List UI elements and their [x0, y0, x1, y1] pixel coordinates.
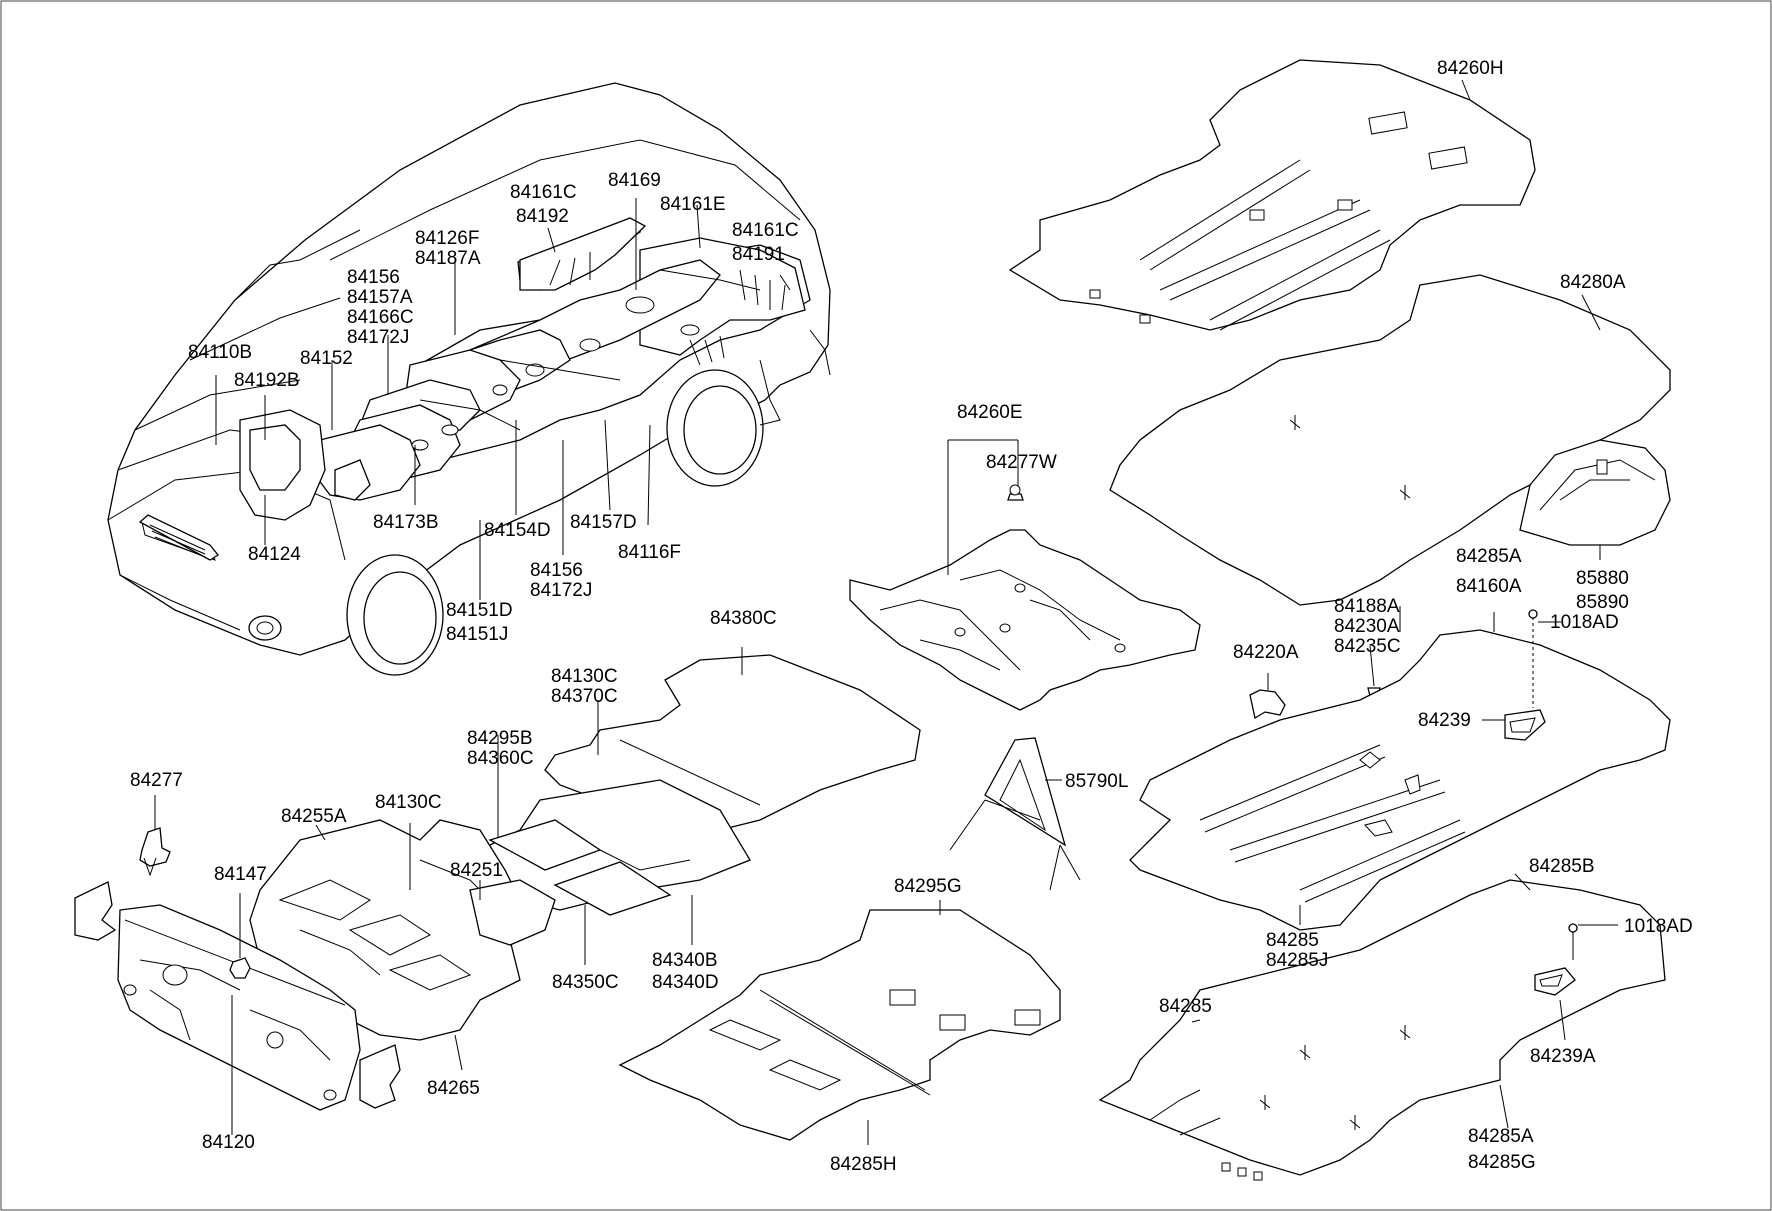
label-1018AD-lower: 1018AD	[1624, 916, 1693, 937]
label-84285A-lower: 84285A	[1468, 1126, 1534, 1147]
label-84192B: 84192B	[234, 370, 300, 391]
label-84380C: 84380C	[710, 608, 777, 629]
label-84285J: 84285J	[1266, 950, 1328, 971]
label-84130C-lower: 84130C	[375, 792, 442, 813]
label-84360C: 84360C	[467, 748, 534, 769]
label-84285A: 84285A	[1456, 546, 1522, 567]
part-84160A	[1129, 629, 1671, 931]
label-84295B: 84295B	[467, 728, 533, 749]
label-84239A: 84239A	[1530, 1046, 1596, 1067]
label-84124: 84124	[248, 544, 301, 565]
label-84161C-right: 84161C	[732, 220, 799, 241]
label-84239: 84239	[1418, 710, 1471, 731]
part-84120-seal-right	[359, 1044, 401, 1109]
label-84255A: 84255A	[281, 806, 347, 827]
label-84169: 84169	[608, 170, 661, 191]
label-84340B: 84340B	[652, 950, 718, 971]
label-84157D: 84157D	[570, 512, 637, 533]
label-84166C: 84166C	[347, 307, 414, 328]
label-84285B: 84285B	[1529, 856, 1595, 877]
label-84280A: 84280A	[1560, 272, 1626, 293]
label-84187A: 84187A	[415, 248, 481, 269]
label-84191: 84191	[732, 244, 785, 265]
label-84188A: 84188A	[1334, 596, 1400, 617]
label-84277: 84277	[130, 770, 183, 791]
label-84161E: 84161E	[660, 194, 726, 215]
label-84154D: 84154D	[484, 520, 551, 541]
label-85890: 85890	[1576, 592, 1629, 613]
part-85790L	[949, 737, 1081, 891]
part-84340B	[459, 779, 751, 916]
label-84130C: 84130C	[551, 666, 618, 687]
part-84260H	[1008, 59, 1536, 331]
label-84157A: 84157A	[347, 287, 413, 308]
label-84285H: 84285H	[830, 1154, 897, 1175]
label-84230A: 84230A	[1334, 616, 1400, 637]
label-84260E: 84260E	[957, 402, 1023, 423]
label-84350C: 84350C	[552, 972, 619, 993]
label-84151J: 84151J	[446, 624, 508, 645]
label-85880: 85880	[1576, 568, 1629, 589]
label-85790L: 85790L	[1065, 771, 1128, 792]
label-84156: 84156	[347, 267, 400, 288]
label-84172J: 84172J	[347, 327, 409, 348]
label-84340D: 84340D	[652, 972, 719, 993]
label-84116F: 84116F	[618, 542, 681, 563]
part-84239A	[1534, 967, 1576, 996]
label-84235C: 84235C	[1334, 636, 1401, 657]
part-84260E	[849, 484, 1201, 711]
part-84285	[1098, 879, 1666, 1181]
part-84280A	[1109, 274, 1671, 606]
part-84220A	[1249, 689, 1286, 720]
label-84126F: 84126F	[415, 228, 479, 249]
label-84285-lower: 84285	[1159, 996, 1212, 1017]
label-84147: 84147	[214, 864, 267, 885]
label-84220A: 84220A	[1233, 642, 1299, 663]
leader-lines	[154, 79, 1618, 1145]
floor-insulation-pads	[239, 217, 811, 521]
label-84161C: 84161C	[510, 182, 577, 203]
label-84260H: 84260H	[1437, 58, 1504, 79]
callout-labels: 84260H 84280A 84260E 84277W 85880 85890 …	[130, 58, 1693, 1175]
part-84295G	[618, 909, 1061, 1141]
part-84120-seal-left	[74, 881, 117, 941]
label-84265: 84265	[427, 1078, 480, 1099]
part-84251	[469, 879, 556, 946]
label-84151D: 84151D	[446, 600, 513, 621]
part-85880	[1519, 439, 1671, 546]
label-84285: 84285	[1266, 930, 1319, 951]
label-84173B: 84173B	[373, 512, 439, 533]
label-84160A: 84160A	[1456, 576, 1522, 597]
part-84147	[229, 957, 251, 979]
label-1018AD: 1018AD	[1550, 612, 1619, 633]
label-84172J-lower: 84172J	[530, 580, 592, 601]
part-84277	[139, 827, 171, 877]
label-84295G: 84295G	[894, 876, 962, 897]
label-84285G: 84285G	[1468, 1152, 1536, 1173]
label-84156-lower: 84156	[530, 560, 583, 581]
label-84251: 84251	[450, 860, 503, 881]
label-84120: 84120	[202, 1132, 255, 1153]
label-84277W: 84277W	[986, 452, 1057, 473]
label-84370C: 84370C	[551, 686, 618, 707]
label-84192: 84192	[516, 206, 569, 227]
label-84110B: 84110B	[188, 342, 252, 363]
label-84152: 84152	[300, 348, 353, 369]
